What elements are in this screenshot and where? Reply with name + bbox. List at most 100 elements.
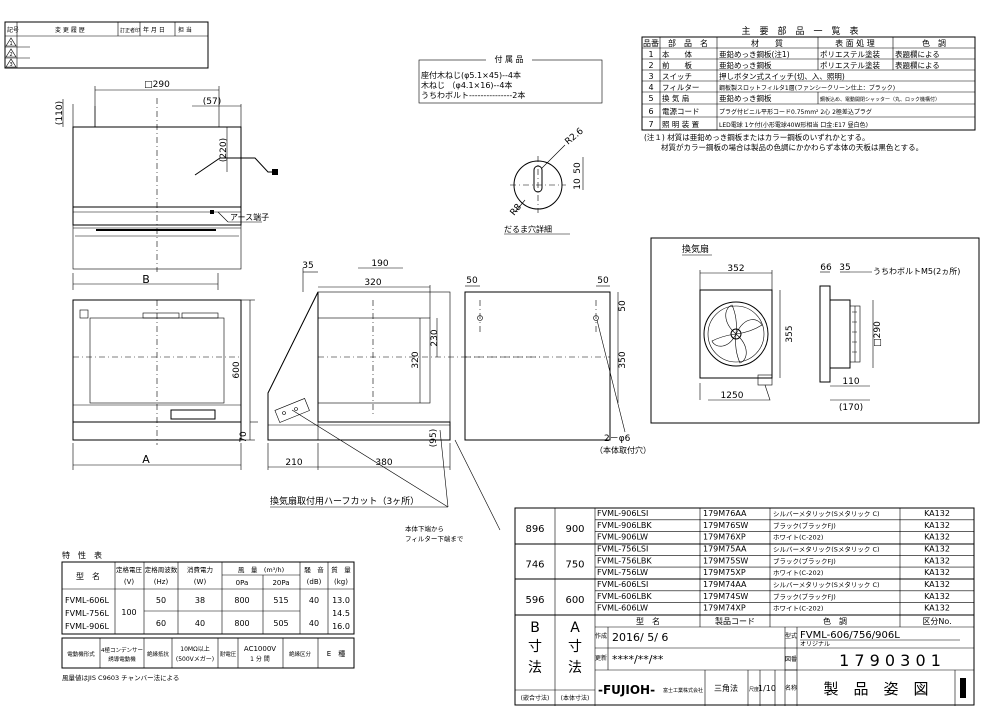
a-dimension-letter: A bbox=[570, 620, 580, 636]
dim-side-210: 210 bbox=[285, 458, 302, 468]
side-view: 35 190 320 230 320 (95) 210 380 換気扇取付用ハー… bbox=[267, 259, 540, 543]
accessory-item-3: うちわボルト---------------2本 bbox=[421, 90, 525, 100]
dim-front-110: (110) bbox=[55, 101, 65, 125]
revision-mark-1: 1 bbox=[5, 37, 17, 47]
dim-side-320w: 320 bbox=[364, 278, 381, 288]
model-row-name: FVML-756LSI bbox=[597, 545, 648, 554]
spec-50hz-noise: 40 bbox=[309, 596, 319, 605]
parts-header-color: 色 調 bbox=[922, 38, 946, 48]
model-row-code: 179M76SW bbox=[703, 521, 748, 530]
model-a-dimension: 750 bbox=[565, 560, 584, 571]
svg-text:1: 1 bbox=[10, 41, 13, 47]
revision-header-date: 年 月 日 bbox=[143, 26, 165, 34]
spec-50hz-frequency: 50 bbox=[156, 596, 166, 605]
dim-fan-1250: 1250 bbox=[721, 391, 744, 401]
insulation-class-value: E 種 bbox=[327, 650, 345, 658]
model-row-name: FVML-756LW bbox=[597, 568, 648, 577]
parts-list-title: 主 要 部 品 一 覧 表 bbox=[741, 25, 858, 37]
parts-row-color: 表題欄による bbox=[895, 49, 940, 59]
revision-header-mark: 記号 bbox=[7, 26, 19, 34]
model-row-color: シルバーメタリック(Sメタリック C) bbox=[773, 545, 880, 554]
company-logo: -FUJIOH- bbox=[598, 683, 655, 697]
spec-mass-906: 16.0 bbox=[332, 622, 350, 631]
accessories-box: 付 属 品 座付木ねじ(φ5.1×45)--4本 木ねじ （φ4.1×16)--… bbox=[418, 53, 603, 104]
revised-label: 更新 bbox=[595, 654, 607, 662]
insulation-resistance-label: 絶縁抵抗 bbox=[147, 650, 170, 658]
front-view-lower: 600 70 A bbox=[72, 299, 258, 470]
drawing-number: 1 7 9 0 3 0 1 bbox=[839, 651, 941, 670]
model-row-color: ブラック(ブラックFJ) bbox=[773, 592, 836, 601]
earth-terminal-label: アース端子 bbox=[230, 212, 269, 222]
model-row-code: 179M74AA bbox=[703, 580, 747, 589]
parts-header-material: 材 質 bbox=[751, 38, 783, 48]
model-row-code: 179M76XP bbox=[703, 533, 746, 542]
model-row-code: 179M75SW bbox=[703, 556, 748, 565]
svg-text:3: 3 bbox=[10, 62, 13, 68]
model-row-color: シルバーメタリック(Sメタリック C) bbox=[773, 580, 880, 589]
model-row-category: KA132 bbox=[924, 556, 950, 565]
dim-keyhole-r26: R2.6 bbox=[564, 126, 586, 147]
model-row-category: KA132 bbox=[924, 521, 950, 530]
spec-header-airflow-0pa: 0Pa bbox=[236, 579, 249, 587]
parts-row-name: フィルター bbox=[662, 83, 699, 92]
model-row-category: KA132 bbox=[924, 568, 950, 577]
parts-row-no: 6 bbox=[648, 107, 653, 116]
spec-60hz-frequency: 60 bbox=[156, 619, 166, 628]
dim-front-70: 70 bbox=[239, 431, 249, 443]
revision-mark-3: 3 bbox=[5, 58, 17, 68]
model-row-color: ホワイト(C-202) bbox=[773, 605, 823, 613]
spec-model-906: FVML-906L bbox=[65, 622, 109, 631]
spec-header-voltage-unit: (V) bbox=[124, 578, 135, 586]
dim-fan-352: 352 bbox=[727, 264, 744, 274]
parts-row-finish: ポリエステル塗装 bbox=[820, 60, 880, 70]
model-row-code: 179M74SW bbox=[703, 592, 748, 601]
spec-60hz-noise: 40 bbox=[309, 619, 319, 628]
model-row-category: KA132 bbox=[924, 533, 950, 542]
withstand-voltage-value-line-1: AC1000V bbox=[244, 645, 276, 653]
parts-note-2: 材質がカラー鋼板の場合は製品の色調にかかわらず本体の天板は黒色とする。 bbox=[661, 142, 923, 152]
spec-header-mass: 質 量 bbox=[331, 565, 351, 574]
model-b-dimension: 896 bbox=[525, 524, 544, 535]
dim-width-a: A bbox=[142, 453, 150, 466]
withstand-voltage-value-line-2: 1 分 間 bbox=[250, 655, 270, 663]
dim-top-50-vertical: 50 bbox=[618, 300, 628, 312]
motor-type-value-line-1: 4極コンデンサー bbox=[101, 646, 143, 654]
dim-side-95: (95) bbox=[429, 429, 439, 447]
parts-row-name: 照 明 装 置 bbox=[662, 119, 700, 129]
drawing-no-label: 図番 bbox=[785, 656, 797, 663]
dim-fan-66: 66 bbox=[820, 263, 832, 273]
title-block: 作成 2016/ 5/ 6 更新 ****/**/** 型式 FVML-606/… bbox=[595, 627, 974, 706]
filter-note-line-1: 本体下端から bbox=[405, 524, 444, 533]
dim-fan-110: 110 bbox=[842, 377, 859, 387]
dim-front-290: □290 bbox=[144, 80, 170, 90]
model-row-color: ホワイト(C-202) bbox=[773, 569, 823, 577]
keyhole-label: だるま穴詳細 bbox=[504, 224, 552, 234]
parts-row-name: スイッチ bbox=[662, 72, 692, 81]
dim-top-350: 350 bbox=[618, 351, 628, 368]
spec-header-mass-unit: (kg) bbox=[334, 578, 348, 586]
model-row-code: 179M76AA bbox=[703, 509, 747, 518]
model-row-category: KA132 bbox=[924, 604, 950, 613]
model-a-dimension: 600 bbox=[565, 595, 584, 606]
model-row-name: FVML-606LBK bbox=[597, 592, 652, 601]
insulation-resistance-value-line-1: 10MΩ以上 bbox=[180, 645, 209, 653]
model-row-color: シルバーメタリック(Sメタリック C) bbox=[773, 509, 880, 518]
dim-side-35: 35 bbox=[302, 261, 313, 271]
revision-block: 記号 変 更 履 歴 訂正者印 年 月 日 担 当 1 2 3 bbox=[4, 21, 209, 69]
projection-method: 三角法 bbox=[714, 683, 738, 693]
revision-header-person: 担 当 bbox=[178, 26, 192, 34]
parts-row-name: 換 気 扇 bbox=[662, 93, 689, 103]
mounting-holes-sublabel: （本体取付穴） bbox=[595, 445, 651, 455]
dim-front-220: (220) bbox=[219, 138, 229, 162]
model-header-category: 区分No. bbox=[922, 617, 951, 626]
spec-50hz-power: 38 bbox=[195, 596, 205, 605]
spec-footnote: 風量値はJIS C9603 チャンバー法による bbox=[62, 673, 179, 682]
fan-bolt-label: うちわボルトM5(2ヵ所) bbox=[873, 266, 960, 276]
spec-50hz-airflow-0pa: 800 bbox=[234, 596, 249, 605]
model-row-name: FVML-606LSI bbox=[597, 580, 648, 589]
spec-header-power-unit: (W) bbox=[194, 578, 207, 586]
b-dimension-letter: B bbox=[530, 620, 540, 636]
revision-header-corrector: 訂正者印 bbox=[120, 27, 140, 34]
